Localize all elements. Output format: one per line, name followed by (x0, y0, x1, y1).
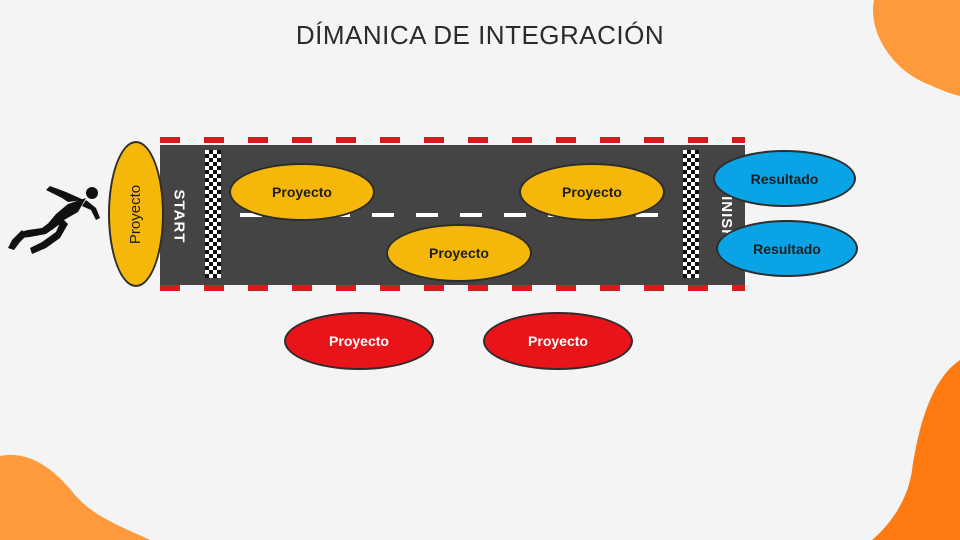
track-project-label-1: Proyecto (272, 184, 332, 200)
result-label-2: Resultado (753, 240, 821, 257)
track-project-label-2: Proyecto (562, 184, 622, 200)
bottom-right-blob (872, 360, 960, 540)
bottom-left-blob (0, 454, 150, 540)
result-node-2: Resultado (716, 220, 858, 277)
outside-project-node-1: Proyecto (284, 312, 434, 370)
result-node-1: Resultado (713, 150, 856, 207)
track-project-node-2: Proyecto (519, 163, 665, 221)
start-checkered-line (205, 150, 221, 278)
track-top-border (160, 137, 745, 143)
result-label-1: Resultado (750, 170, 819, 187)
start-project-label: Proyecto (127, 184, 145, 244)
track-project-node-3: Proyecto (386, 224, 532, 282)
finish-checkered-line (683, 150, 699, 278)
outside-project-label-1: Proyecto (329, 333, 389, 349)
track-project-node-1: Proyecto (229, 163, 375, 221)
track-project-label-3: Proyecto (429, 245, 489, 261)
top-right-blob (873, 0, 960, 96)
outside-project-label-2: Proyecto (528, 333, 588, 349)
outside-project-node-2: Proyecto (483, 312, 633, 370)
page-title: DÍMANICA DE INTEGRACIÓN (295, 20, 665, 50)
track-bottom-border (160, 285, 745, 291)
track-center-line (240, 213, 665, 217)
start-label: START (170, 189, 188, 244)
start-project-node: Proyecto (108, 141, 164, 287)
sprinting-runner-icon (8, 186, 100, 254)
